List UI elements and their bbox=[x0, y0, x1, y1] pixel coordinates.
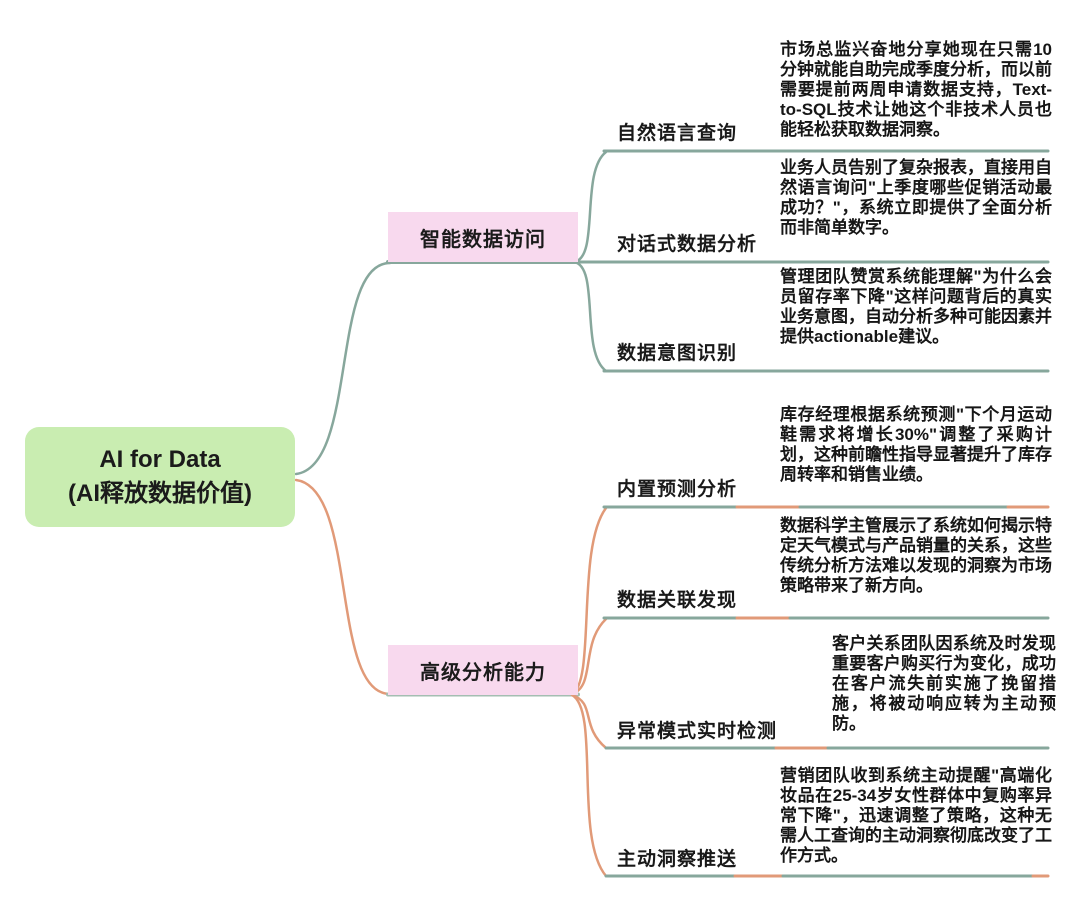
root-node[interactable]: AI for Data (AI释放数据价值) bbox=[25, 427, 295, 527]
branch-node-advanced-analytics[interactable]: 高级分析能力 bbox=[388, 645, 578, 695]
leaf-description-builtin-predictive-analysis: 库存经理根据系统预测"下个月运动鞋需求将增长30%"调整了采购计划，这种前瞻性指… bbox=[780, 405, 1052, 484]
leaf-label-natural-language-query[interactable]: 自然语言查询 bbox=[617, 123, 738, 144]
link-to-anomaly-pattern-detection bbox=[570, 693, 608, 750]
link-to-proactive-insight-push bbox=[570, 693, 608, 878]
leaf-label-data-intent-recognition[interactable]: 数据意图识别 bbox=[617, 343, 738, 364]
branch-node-smart-data-access[interactable]: 智能数据访问 bbox=[388, 212, 578, 262]
leaf-description-data-correlation-discovery: 数据科学主管展示了系统如何揭示特定天气模式与产品销量的关系，这些传统分析方法难以… bbox=[780, 516, 1052, 595]
branch-node-label: 智能数据访问 bbox=[420, 228, 546, 251]
leaf-label-anomaly-pattern-detection[interactable]: 异常模式实时检测 bbox=[617, 721, 778, 742]
link-to-natural-language-query bbox=[572, 150, 608, 264]
leaf-description-data-intent-recognition: 管理团队赞赏系统能理解"为什么会员留存率下降"这样问题背后的真实业务意图，自动分… bbox=[780, 267, 1052, 346]
link-root-to-advanced-analytics bbox=[294, 478, 392, 696]
leaf-label-builtin-predictive-analysis[interactable]: 内置预测分析 bbox=[617, 479, 738, 500]
branch-node-label: 高级分析能力 bbox=[420, 661, 546, 684]
leaf-description-proactive-insight-push: 营销团队收到系统主动提醒"高端化妆品在25-34岁女性群体中复购率异常下降"，迅… bbox=[780, 766, 1052, 865]
link-to-data-correlation-discovery bbox=[570, 617, 608, 696]
leaf-description-natural-language-query: 市场总监兴奋地分享她现在只需10分钟就能自助完成季度分析，而以前需要提前两周申请… bbox=[780, 40, 1052, 139]
leaf-description-conversational-analysis: 业务人员告别了复杂报表，直接用自然语言询问"上季度哪些促销活动最成功？"，系统立… bbox=[780, 158, 1052, 237]
link-to-data-intent-recognition bbox=[572, 260, 608, 373]
leaf-description-anomaly-pattern-detection: 客户关系团队因系统及时发现重要客户购买行为变化，成功在客户流失前实施了挽留措施，… bbox=[832, 634, 1056, 733]
leaf-label-proactive-insight-push[interactable]: 主动洞察推送 bbox=[617, 849, 738, 870]
leaf-label-data-correlation-discovery[interactable]: 数据关联发现 bbox=[617, 590, 738, 611]
link-root-to-smart-data-access bbox=[294, 261, 392, 476]
leaf-label-conversational-analysis[interactable]: 对话式数据分析 bbox=[617, 234, 758, 255]
link-to-builtin-predictive-analysis bbox=[570, 506, 608, 696]
root-node-title: AI for Data (AI释放数据价值) bbox=[68, 446, 252, 507]
